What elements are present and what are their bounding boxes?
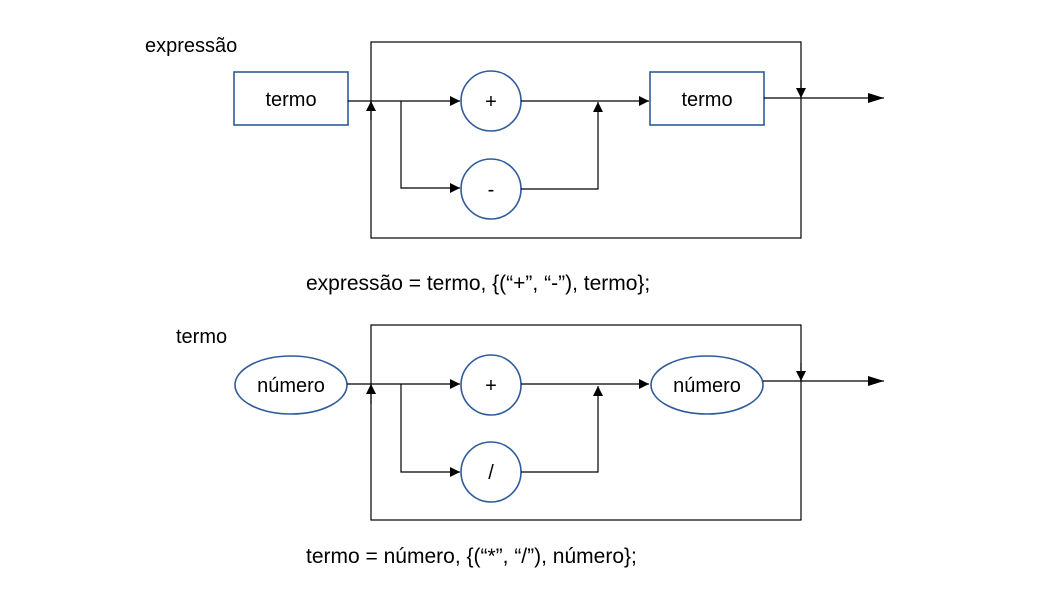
repeat-loop-frame (370, 41, 802, 239)
end-node-label: número (673, 375, 741, 397)
expressao-diagram: expressão termo + - (145, 35, 884, 295)
operator-label: + (485, 91, 497, 113)
expressao-diagram-title: expressão (145, 35, 237, 57)
operator-plus-node: + (460, 354, 522, 416)
end-node-numero: número (650, 355, 764, 415)
termo-diagram: termo número + / número (176, 324, 884, 568)
operator-label: - (488, 179, 495, 201)
path-to-slash (400, 384, 460, 477)
operator-slash-node: / (460, 441, 522, 503)
ebnf-rule-expressao: expressão = termo, {(“+”, “-”), termo}; (306, 272, 650, 295)
start-node-termo: termo (233, 71, 349, 126)
path-merge (521, 102, 603, 190)
start-node-label: número (257, 375, 325, 397)
path-merge (521, 386, 603, 473)
start-node-numero: número (234, 355, 348, 415)
operator-label: + (485, 375, 497, 397)
ebnf-rule-termo: termo = número, {(“*”, “/”), número}; (306, 545, 637, 568)
operator-label: / (488, 462, 494, 484)
end-node-termo: termo (649, 71, 765, 126)
end-node-label: termo (681, 89, 732, 111)
repeat-loop-frame (370, 324, 802, 521)
operator-minus-node: - (460, 158, 522, 220)
path-to-minus (400, 101, 460, 193)
termo-diagram-title: termo (176, 326, 227, 348)
start-node-label: termo (265, 89, 316, 111)
operator-plus-node: + (460, 70, 522, 132)
